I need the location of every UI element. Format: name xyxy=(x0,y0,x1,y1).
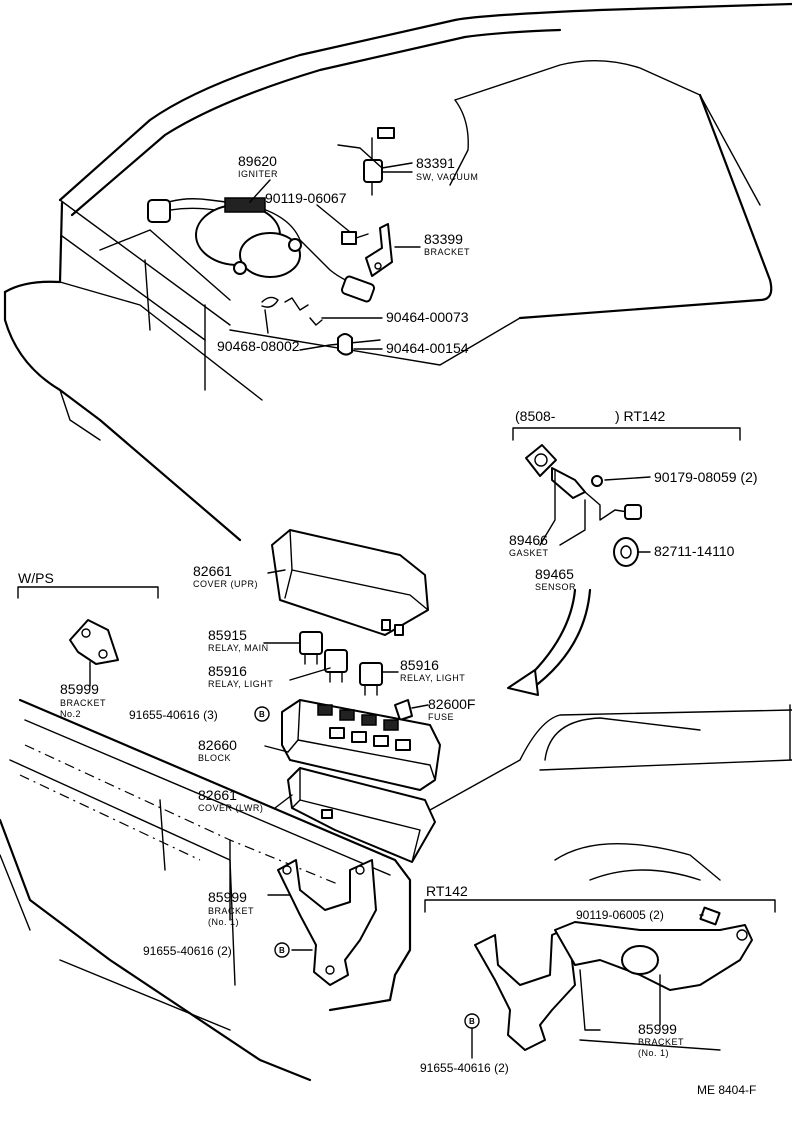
vacuum-switch xyxy=(363,127,395,196)
relay-box xyxy=(271,529,441,863)
label-82661l-name: COVER (LWR) xyxy=(198,803,263,813)
label-85915-name: RELAY, MAIN xyxy=(208,643,269,653)
label-89465-name: SENSOR xyxy=(535,582,576,592)
label-82661l-num: 82661 xyxy=(198,787,237,803)
label-90464a: 90464-00073 xyxy=(386,309,469,325)
leader-lines xyxy=(89,144,704,1026)
callout-b-1 xyxy=(254,706,270,722)
label-85999a-note: No.2 xyxy=(60,709,81,719)
clamps xyxy=(261,296,353,356)
label-82661u-name: COVER (UPR) xyxy=(193,579,258,589)
sensor-group xyxy=(512,427,741,567)
callout-b-2 xyxy=(274,942,290,958)
callout-b-1-text: B xyxy=(259,710,265,719)
bracket-83399 xyxy=(365,223,393,277)
label-82600-num: 82600F xyxy=(428,696,475,712)
assembly-arrow xyxy=(507,588,592,696)
label-85915-num: 85915 xyxy=(208,627,247,643)
label-85916b-name: RELAY, LIGHT xyxy=(400,673,465,683)
label-85916a-num: 85916 xyxy=(208,663,247,679)
wps-group xyxy=(17,586,159,665)
label-85999c-num: 85999 xyxy=(638,1021,677,1037)
label-82600-name: FUSE xyxy=(428,712,454,722)
label-85999a-num: 85999 xyxy=(60,681,99,697)
label-89465-num: 89465 xyxy=(535,566,574,582)
label-85999a-name: BRACKET xyxy=(60,698,106,708)
label-90468: 90468-08002 xyxy=(217,338,300,354)
label-85999b-name: BRACKET xyxy=(208,906,254,916)
car-body-lower xyxy=(0,698,792,1082)
callout-b-3-text: B xyxy=(469,1017,475,1026)
label-90119a: 90119-06067 xyxy=(265,190,347,206)
label-sensor-model: ) RT142 xyxy=(615,408,666,424)
label-85999c-name: BRACKET xyxy=(638,1037,684,1047)
label-82661u-num: 82661 xyxy=(193,563,232,579)
label-89620-num: 89620 xyxy=(238,153,277,169)
label-82660-num: 82660 xyxy=(198,737,237,753)
label-wps: W/PS xyxy=(18,570,54,586)
label-85916a-name: RELAY, LIGHT xyxy=(208,679,273,689)
label-85999c-note: (No. 1) xyxy=(638,1048,669,1058)
label-89466-name: GASKET xyxy=(509,548,549,558)
label-83391-name: SW, VACUUM xyxy=(416,172,478,182)
label-91655a: 91655-40616 (3) xyxy=(129,708,218,722)
label-89466-num: 89466 xyxy=(509,532,548,548)
igniter-assembly xyxy=(147,197,376,303)
label-83391-num: 83391 xyxy=(416,155,455,171)
label-82660-name: BLOCK xyxy=(198,753,231,763)
rt142-group xyxy=(424,899,776,1051)
bracket-no1-left xyxy=(277,859,377,986)
label-83399-num: 83399 xyxy=(424,231,463,247)
label-85916b-num: 85916 xyxy=(400,657,439,673)
callout-b-2-text: B xyxy=(279,946,285,955)
label-85999b-num: 85999 xyxy=(208,889,247,905)
label-90464b: 90464-00154 xyxy=(386,340,469,356)
label-rt142: RT142 xyxy=(426,883,468,899)
label-83399-name: BRACKET xyxy=(424,247,470,257)
labels: 89620 IGNITER 83391 SW, VACUUM 90119-060… xyxy=(18,153,758,1097)
figure-code: ME 8404-F xyxy=(697,1083,756,1097)
label-91655b: 91655-40616 (2) xyxy=(143,944,232,958)
car-body-upper xyxy=(3,2,792,542)
label-90119b: 90119-06005 (2) xyxy=(576,908,664,922)
bolt-90119-06067 xyxy=(341,231,369,245)
label-89620-name: IGNITER xyxy=(238,169,278,179)
label-85999b-note: (No. 1) xyxy=(208,917,239,927)
label-90179: 90179-08059 (2) xyxy=(654,469,758,485)
label-82711: 82711-14110 xyxy=(654,543,735,559)
label-sensor-range: (8508- xyxy=(515,408,556,424)
label-91655c: 91655-40616 (2) xyxy=(420,1061,509,1075)
